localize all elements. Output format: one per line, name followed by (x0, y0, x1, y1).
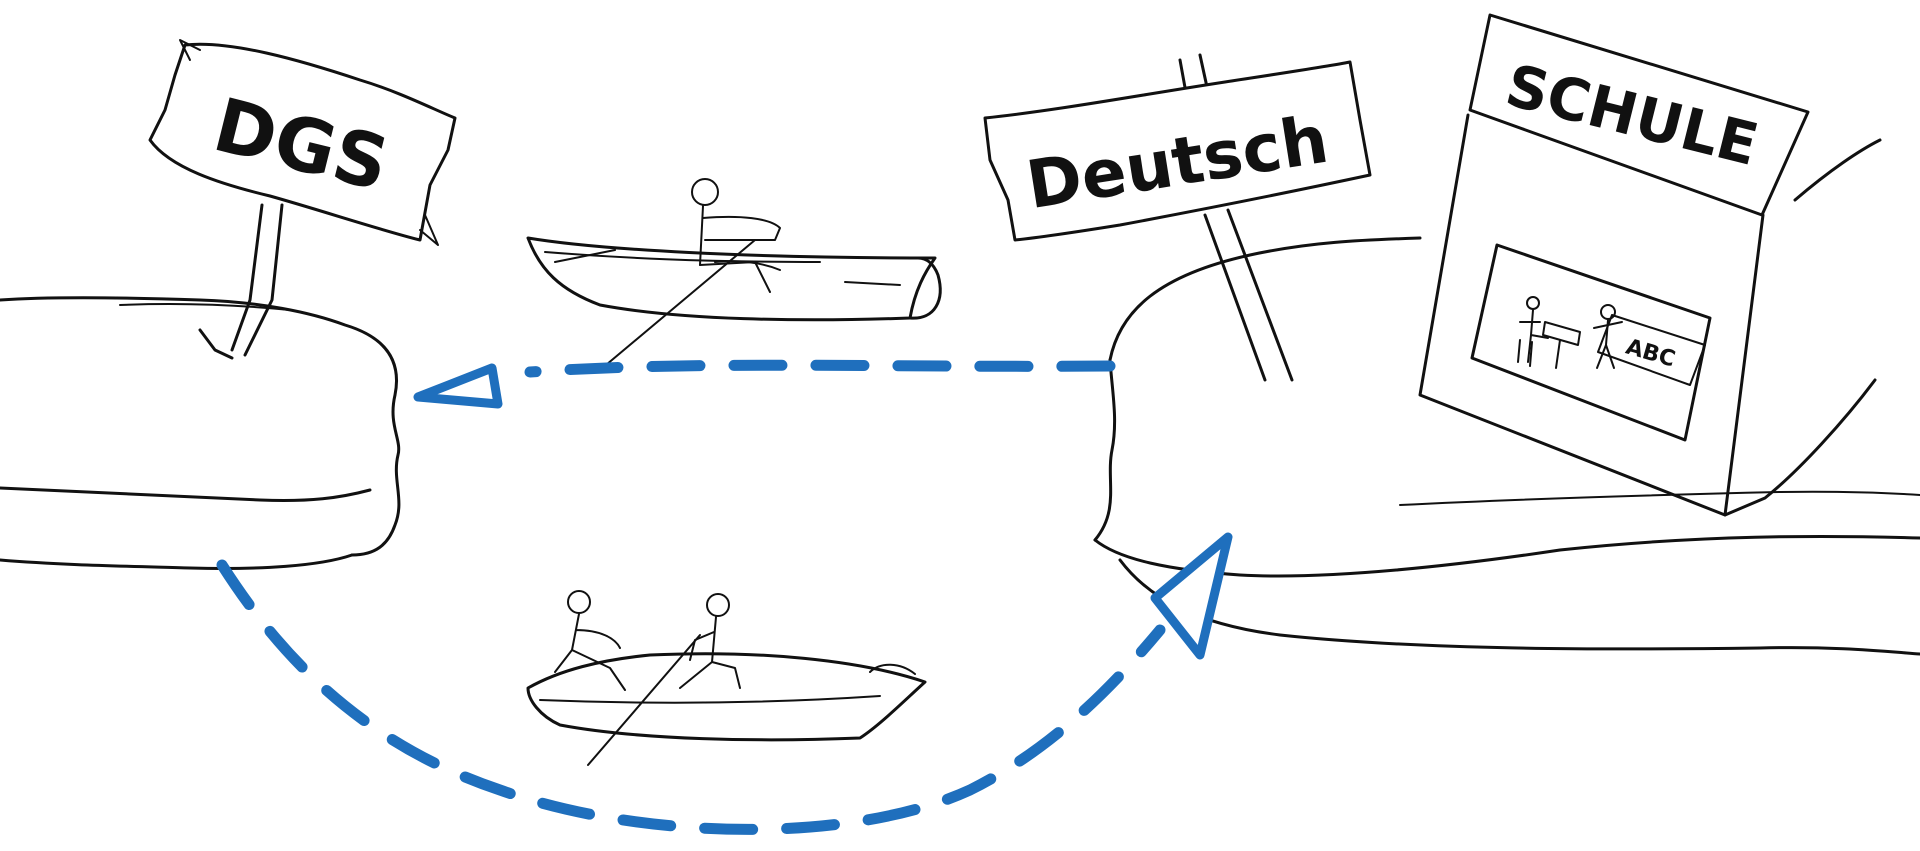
deutsch-signpost: Deutsch (985, 55, 1370, 380)
route-lower-arrowhead (1155, 537, 1228, 655)
route-lower-dashes (222, 565, 1160, 829)
boat-two-people (528, 591, 925, 765)
route-upper-arrowhead (418, 368, 498, 404)
left-island (0, 298, 399, 569)
route-upper (418, 365, 1110, 404)
dgs-signpost: DGS (150, 40, 455, 358)
boat-one-rower (528, 179, 940, 370)
school-building: SCHULE ABC (1420, 15, 1880, 515)
blackboard-text: ABC (1623, 335, 1678, 373)
route-upper-dashes (530, 365, 1110, 372)
route-lower (222, 537, 1228, 829)
